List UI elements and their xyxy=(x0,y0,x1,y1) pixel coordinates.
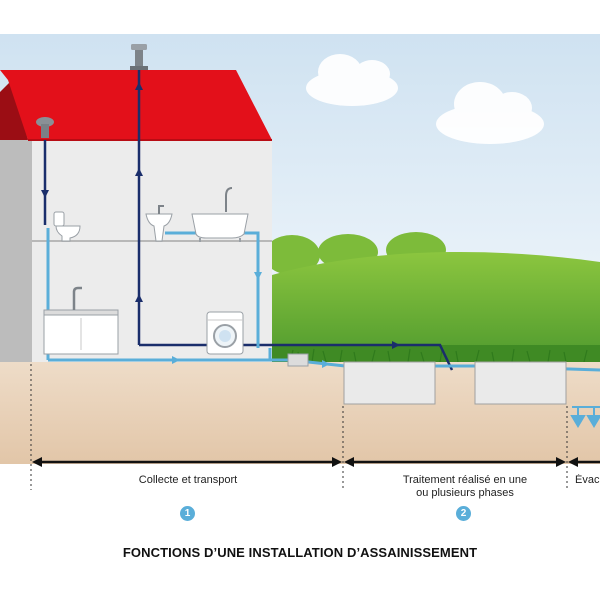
section-number-1: 1 xyxy=(180,506,195,521)
house-side-wall xyxy=(0,140,32,362)
roof-side xyxy=(0,80,28,140)
section-label-treatment: Traitement réalisé en une ou plusieurs p… xyxy=(370,474,560,500)
treatment-tank-icon xyxy=(343,361,436,405)
cloud xyxy=(306,54,398,106)
water-arrows xyxy=(172,272,330,368)
hill xyxy=(272,252,600,362)
treatment-tank-icon xyxy=(474,361,567,405)
dimension-arrows xyxy=(32,457,600,467)
section-number-2: 2 xyxy=(456,506,471,521)
bathtub-icon xyxy=(191,187,249,242)
roof xyxy=(0,70,272,140)
section-label-treatment-line2: ou plusieurs phases xyxy=(416,487,514,499)
section-label-collection: Collecte et transport xyxy=(138,474,238,486)
roof-vent-icon xyxy=(130,44,148,70)
junction-box xyxy=(287,353,309,367)
section-label-treatment-line1: Traitement réalisé en une xyxy=(402,474,528,486)
toilet-icon xyxy=(53,211,81,242)
infiltration-arrows-icon xyxy=(570,406,600,428)
kitchen-sink-icon xyxy=(43,286,119,355)
cloud xyxy=(436,82,544,144)
washbasin-icon xyxy=(145,205,173,242)
section-dividers xyxy=(30,364,568,490)
ventilation-cap-icon xyxy=(36,117,54,138)
washing-machine-icon xyxy=(206,311,244,355)
vent-arrows xyxy=(41,82,400,349)
section-label-evacuation: Évac xyxy=(575,474,600,486)
page-title: FONCTIONS D’UNE INSTALLATION D’ASSAINISS… xyxy=(122,545,478,560)
grass-strip xyxy=(272,345,600,364)
